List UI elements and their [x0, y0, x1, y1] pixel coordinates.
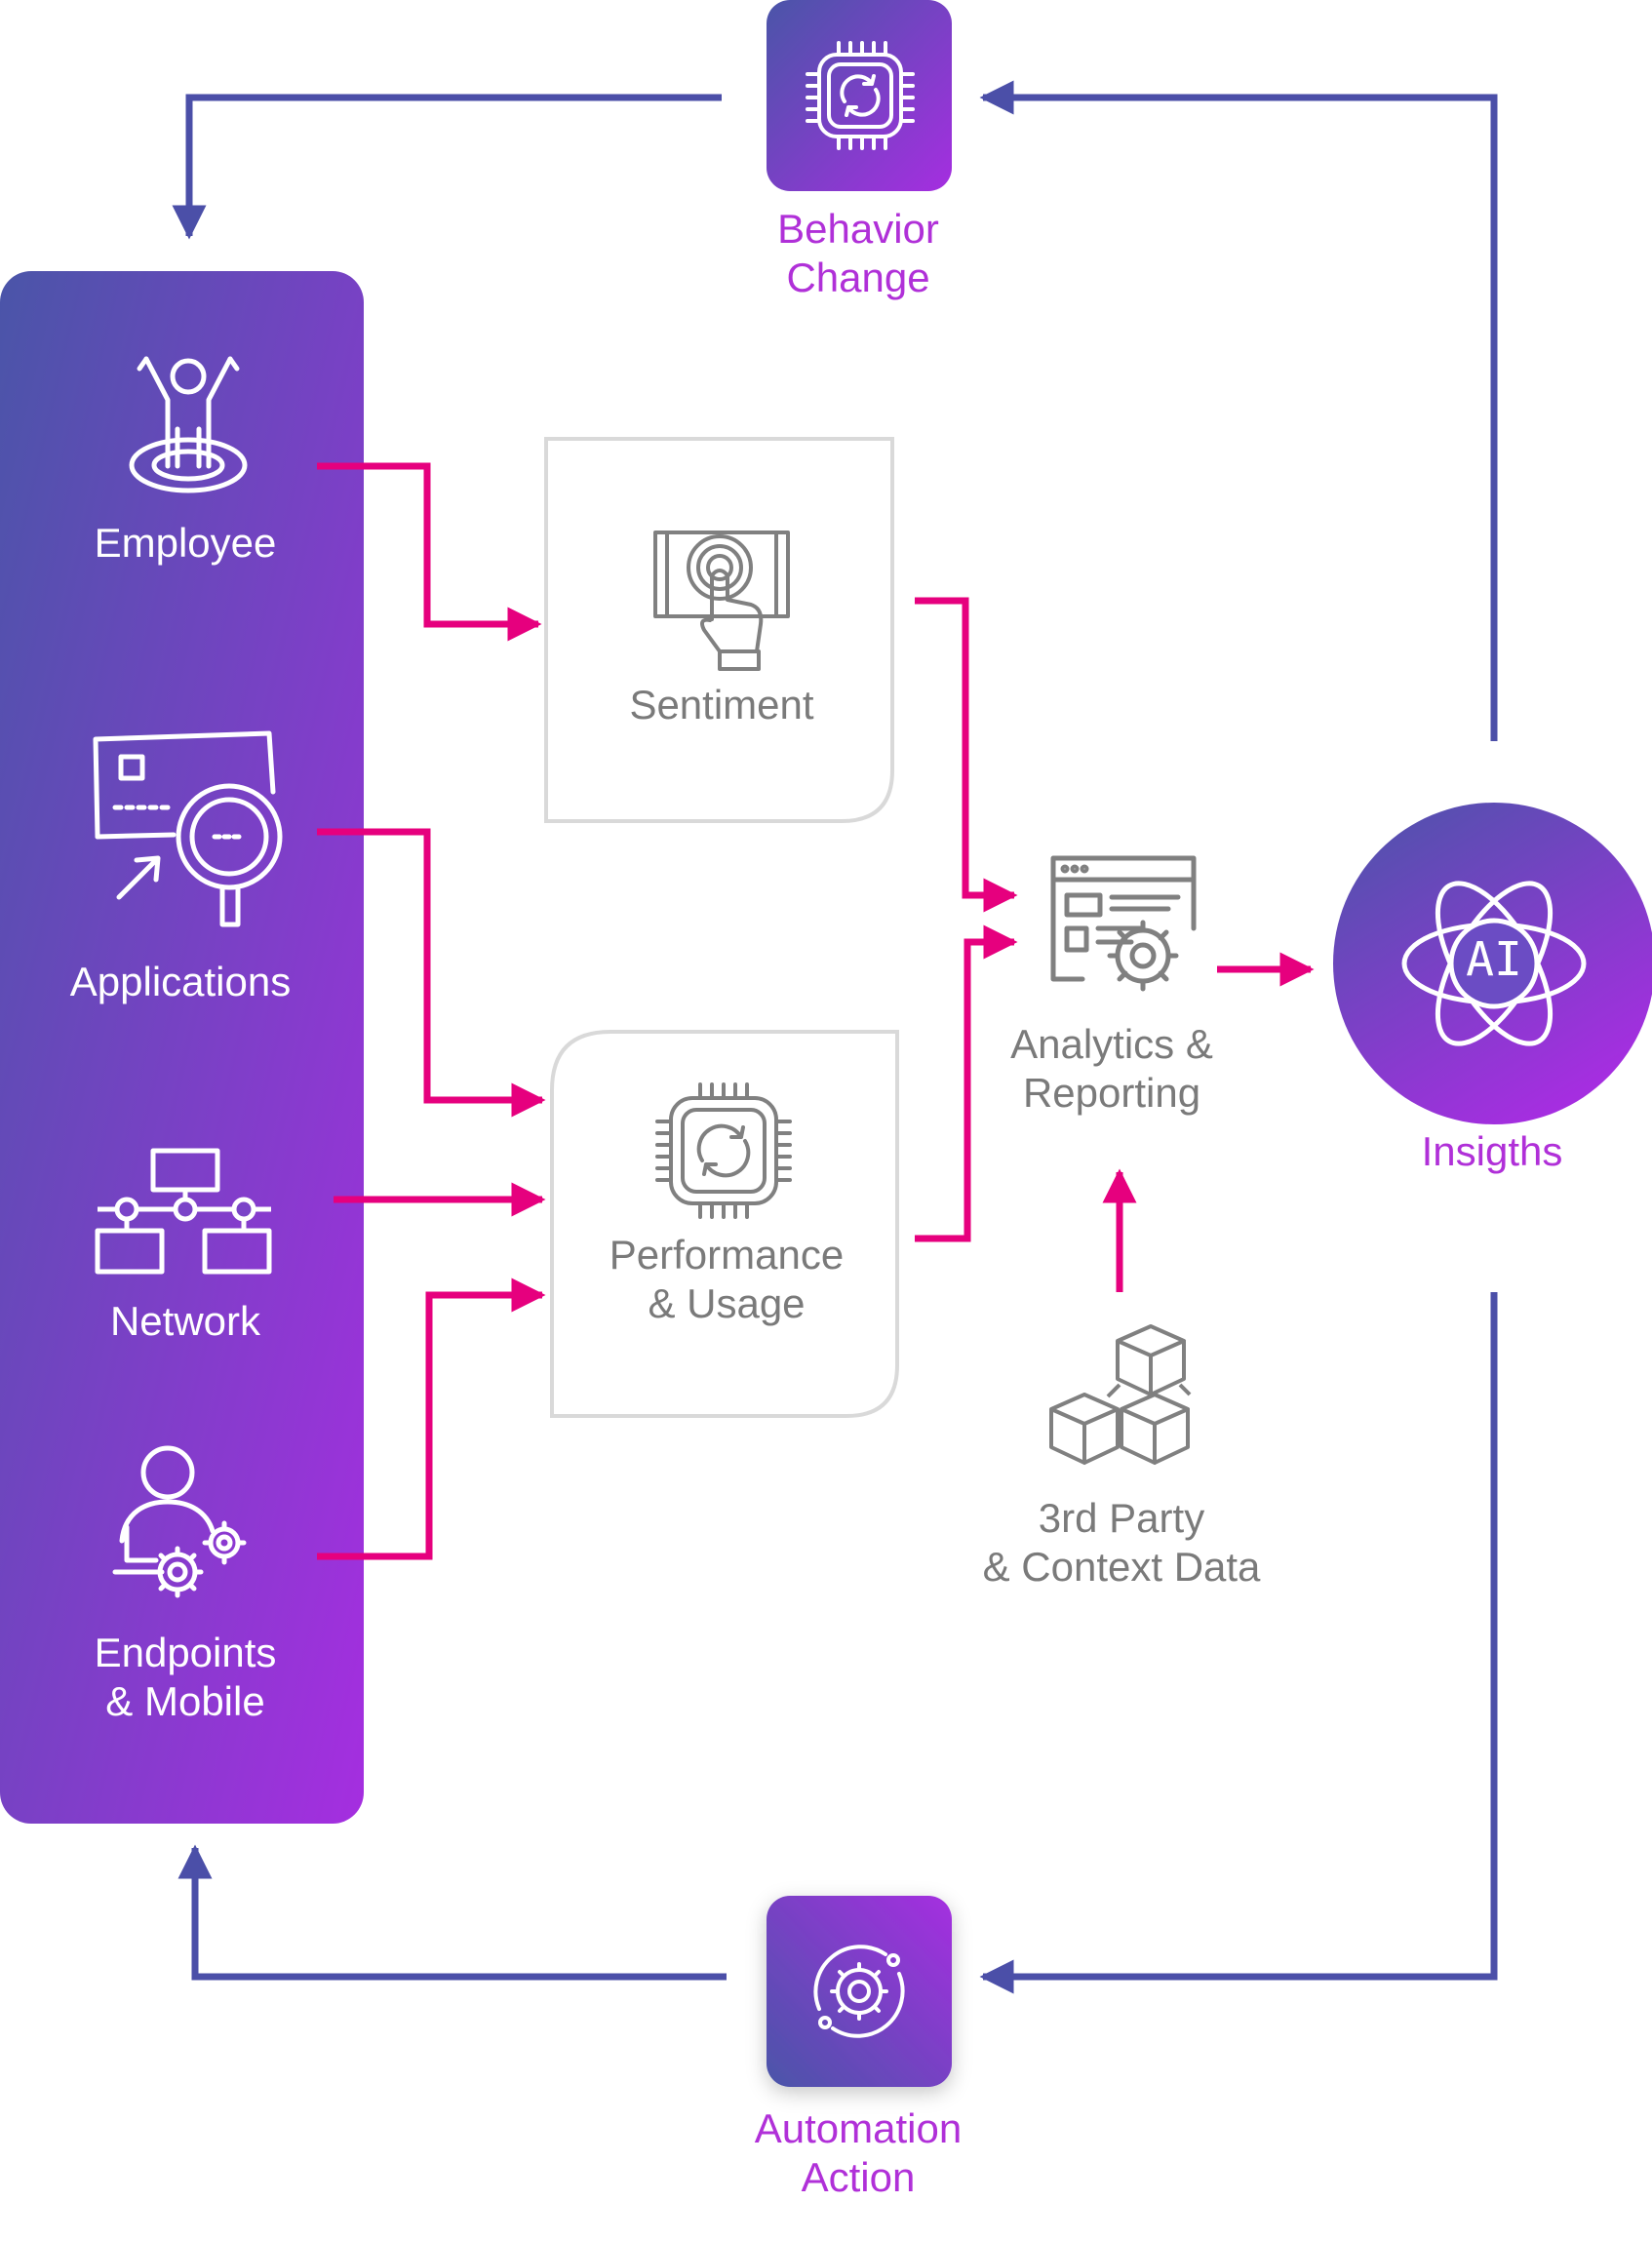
user-laptop-gears-icon — [112, 1445, 247, 1598]
app-search-icon — [93, 730, 283, 927]
source-label-employee: Employee — [94, 520, 277, 566]
performance-box — [550, 1030, 899, 1418]
feedback-loop-arrows — [172, 80, 1498, 1994]
insights-ai-badge: AI — [1466, 932, 1522, 987]
collector-label-performance: Performance & Usage — [609, 1232, 845, 1327]
person-target-icon — [129, 356, 248, 493]
automation-to-sources-arrow — [177, 1844, 727, 1981]
dashboard-gear-icon — [1050, 855, 1197, 992]
automation-action-label: Automation Action — [754, 2105, 963, 2201]
automation-action-tile — [767, 1896, 952, 2087]
data-flow-arrows — [317, 462, 1315, 1560]
sentiment-to-analytics-arrow — [915, 597, 1018, 913]
insights-label: Insigths — [1421, 1128, 1563, 1174]
chip-refresh-icon — [806, 41, 915, 150]
behavior-change-label: Behavior Change — [777, 206, 939, 301]
insights-to-behavior-arrow — [979, 80, 1498, 741]
analytics-label: Analytics & Reporting — [1010, 1021, 1213, 1117]
network-icon — [95, 1148, 272, 1275]
touch-screen-icon — [653, 531, 790, 671]
source-label-network: Network — [109, 1298, 261, 1344]
sources-panel — [0, 271, 364, 1824]
sentiment-box — [544, 436, 894, 823]
cubes-icon — [1049, 1324, 1192, 1465]
behavior-change-tile — [767, 0, 952, 191]
performance-to-analytics-arrow — [915, 924, 1018, 1242]
insights-to-automation-arrow — [979, 1292, 1498, 1994]
ai-atom-icon — [1401, 881, 1587, 1046]
source-label-endpoints: Endpoints & Mobile — [94, 1630, 277, 1725]
behavior-to-sources-arrow — [172, 94, 722, 240]
employee-to-sentiment-arrow — [317, 462, 542, 642]
applications-to-performance-arrow — [317, 828, 546, 1118]
collector-label-sentiment: Sentiment — [629, 682, 814, 727]
third-party-label: 3rd Party & Context Data — [982, 1495, 1261, 1591]
source-label-applications: Applications — [69, 959, 292, 1004]
processor-refresh-icon — [655, 1082, 792, 1219]
endpoints-to-performance-arrow — [317, 1278, 546, 1560]
gear-orbit-icon — [813, 1945, 905, 2038]
